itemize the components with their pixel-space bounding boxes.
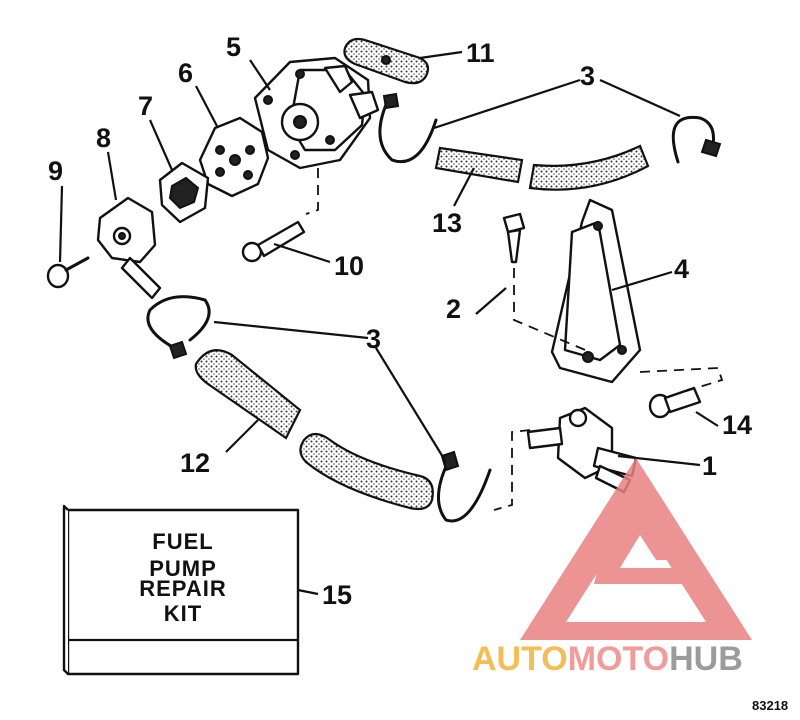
callout-2: 2	[446, 294, 461, 324]
callout-13: 13	[432, 208, 462, 238]
callout-3-lower: 3	[366, 324, 381, 354]
kit-label-line-2: PUMP	[149, 556, 217, 581]
fuel-hose-lower	[194, 349, 434, 511]
screw-14	[648, 386, 702, 419]
callout-10: 10	[334, 251, 364, 281]
fuel-fitting	[526, 406, 638, 494]
leader-lines	[58, 50, 719, 596]
callout-4: 4	[674, 254, 689, 284]
watermark-text-auto: AUTO	[472, 640, 568, 678]
callout-11: 11	[466, 38, 495, 68]
pump-diaphragm	[198, 116, 270, 198]
watermark-text-hub: HUB	[669, 640, 743, 678]
pump-gasket	[158, 161, 210, 224]
check-valve-plate	[343, 37, 430, 85]
callout-3-upper: 3	[580, 61, 595, 91]
watermark-logo-mark	[520, 458, 752, 640]
hose-clamp-lower	[146, 295, 492, 523]
pump-cover	[96, 196, 162, 300]
callout-8: 8	[96, 123, 111, 153]
svg-text:AUTOMOTOHUB: AUTOMOTOHUB	[472, 640, 743, 678]
hose-clamp-upper	[378, 92, 722, 164]
callout-5: 5	[226, 32, 241, 62]
kit-label-line-4: KIT	[164, 601, 202, 626]
fuel-pump-repair-kit: FUEL PUMP REPAIR KIT	[62, 504, 300, 676]
assembly-dashed-lines	[305, 168, 724, 511]
bolt-2	[502, 212, 526, 264]
fuel-pump-body	[253, 56, 380, 170]
kit-label-line-1: FUEL	[152, 529, 213, 554]
callout-6: 6	[178, 58, 193, 88]
callout-14: 14	[722, 410, 752, 440]
callout-7: 7	[138, 91, 153, 121]
screw-10	[241, 220, 306, 263]
watermark-text-moto: MOTO	[568, 640, 669, 678]
callout-12: 12	[180, 448, 210, 478]
automotohub-watermark: AUTOMOTOHUB	[472, 458, 752, 678]
callout-15: 15	[322, 580, 352, 610]
callout-1: 1	[702, 451, 717, 481]
mounting-bracket	[550, 198, 642, 384]
fuel-hose-upper	[434, 144, 650, 191]
screw-9	[46, 256, 90, 289]
figure-code: 83218	[752, 698, 788, 713]
callout-9: 9	[48, 156, 63, 186]
kit-label-line-3: REPAIR	[139, 576, 227, 601]
